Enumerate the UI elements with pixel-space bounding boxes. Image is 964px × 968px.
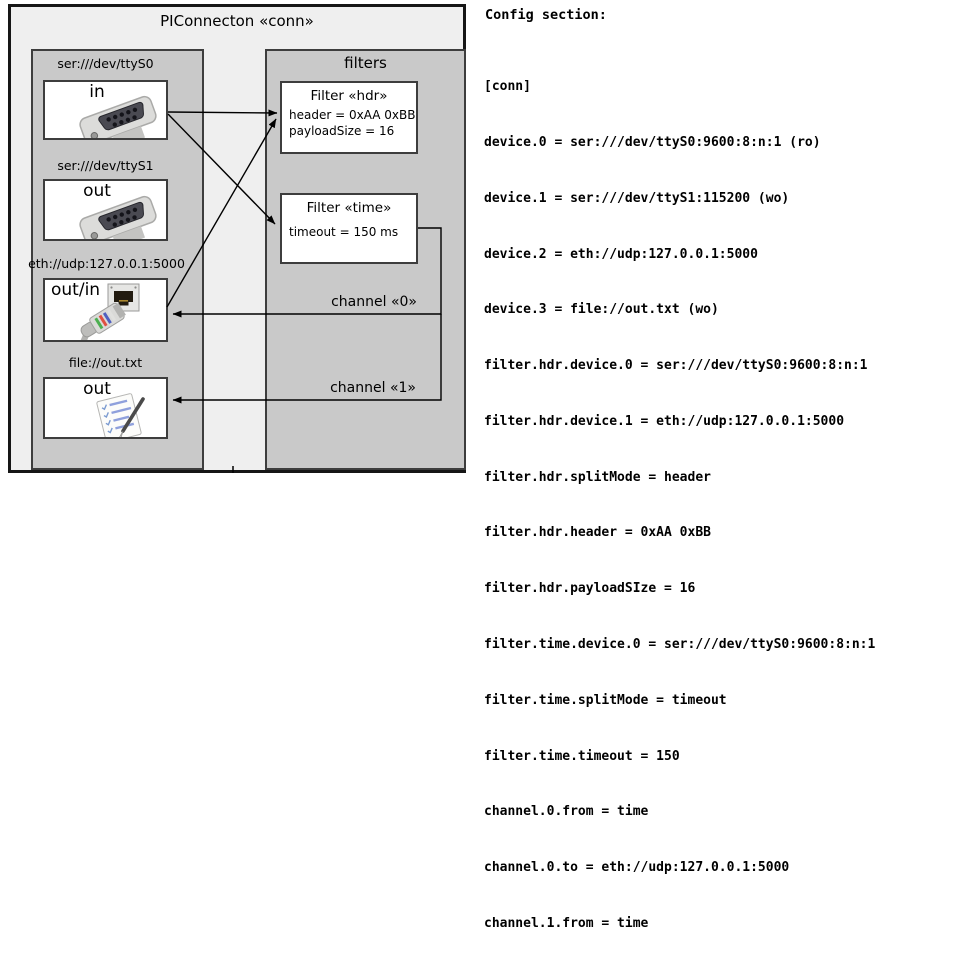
config-line: filter.hdr.payloadSIze = 16	[484, 581, 696, 597]
config-line: channel.0.from = time	[484, 804, 649, 820]
filter-props: timeout = 150 ms	[289, 225, 398, 241]
filter-box-time: Filter «time» timeout = 150 ms	[280, 193, 418, 264]
filter-prop: timeout = 150 ms	[289, 225, 399, 239]
filters-label: filters	[344, 54, 387, 72]
filter-props: header = 0xAA 0xBB payloadSize = 16	[289, 108, 415, 139]
device-url-label-file: file://out.txt	[68, 355, 143, 370]
config-line: [conn]	[484, 79, 531, 95]
config-line: channel.1.from = time	[484, 915, 649, 931]
filter-title: Filter «hdr»	[310, 88, 388, 104]
screenshot-stage: PIConnecton «conn» filters ser:///dev/tt…	[8, 4, 875, 931]
filter-prop: header = 0xAA 0xBB	[289, 108, 416, 122]
channel-1-label: channel «1»	[330, 380, 416, 396]
device-box-file: out	[43, 377, 168, 439]
device-url-label-ttys0: ser:///dev/ttyS0	[57, 56, 154, 71]
config-line: device.2 = eth://udp:127.0.0.1:5000	[484, 246, 758, 262]
device-url-label-eth: eth://udp:127.0.0.1:5000	[28, 256, 185, 271]
device-box-ttys1: out	[43, 179, 168, 241]
port-label: out/in	[51, 280, 101, 300]
config-line: channel.0.to = eth://udp:127.0.0.1:5000	[484, 860, 790, 876]
port-label: out	[83, 379, 111, 399]
config-line: device.0 = ser:///dev/ttyS0:9600:8:n:1 (…	[484, 134, 821, 150]
config-line: filter.hdr.splitMode = header	[484, 469, 711, 485]
config-line: filter.time.device.0 = ser:///dev/ttyS0:…	[484, 637, 876, 652]
config-line: filter.hdr.device.1 = eth://udp:127.0.0.…	[484, 413, 845, 429]
config-line: filter.hdr.device.0 = ser:///dev/ttyS0:9…	[484, 358, 868, 374]
channel-0-label: channel «0»	[331, 294, 417, 310]
port-label: in	[89, 82, 105, 102]
config-section: [conn] device.0 = ser:///dev/ttyS0:9600:…	[484, 41, 875, 968]
serial-connector-icon	[79, 195, 157, 239]
port-label: out	[83, 181, 111, 201]
config-heading: Config section:	[485, 7, 607, 23]
device-url-label-ttys1: ser:///dev/ttyS1	[57, 158, 154, 173]
filter-title: Filter «time»	[306, 200, 392, 216]
config-line: device.3 = file://out.txt (wo)	[484, 302, 719, 318]
device-box-ttys0: in	[43, 80, 168, 140]
config-line: filter.time.timeout = 150	[484, 748, 680, 764]
serial-connector-icon	[79, 95, 157, 138]
notepad-icon	[96, 393, 145, 437]
filter-box-hdr: Filter «hdr» header = 0xAA 0xBB payloadS…	[280, 81, 418, 154]
diagram-title: PIConnecton «conn»	[160, 12, 314, 30]
config-line: filter.time.splitMode = timeout	[484, 692, 727, 708]
device-box-eth: out/in	[43, 278, 168, 342]
ethernet-jack-icon	[107, 283, 140, 312]
config-line: filter.hdr.header = 0xAA 0xBB	[484, 525, 711, 541]
config-line: device.1 = ser:///dev/ttyS1:115200 (wo)	[484, 190, 790, 206]
ethernet-cable-icon	[74, 302, 126, 340]
filter-prop: payloadSize = 16	[289, 123, 395, 138]
